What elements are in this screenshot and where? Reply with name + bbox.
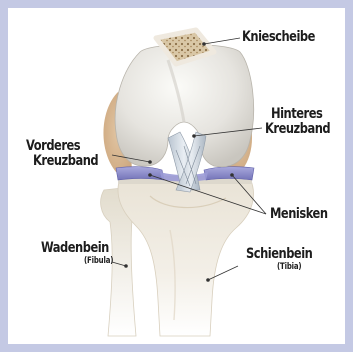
label-schienbein: Schienbein [246, 247, 312, 261]
label-vorderes-kreuzband-line1: Vorderes [26, 139, 80, 153]
label-wadenbein: Wadenbein [41, 241, 109, 255]
knee-illustration [8, 8, 345, 344]
label-vorderes-kreuzband-line2: Kreuzband [33, 154, 98, 168]
label-fibula: (Fibula) [84, 257, 113, 266]
label-kniescheibe: Kniescheibe [242, 30, 315, 44]
tibia-bone [118, 178, 254, 336]
label-menisken: Menisken [270, 207, 328, 221]
label-hinteres-kreuzband-line2: Kreuzband [265, 122, 330, 136]
label-tibia: (Tibia) [277, 263, 301, 272]
label-hinteres-kreuzband-line1: Hinteres [271, 107, 322, 121]
